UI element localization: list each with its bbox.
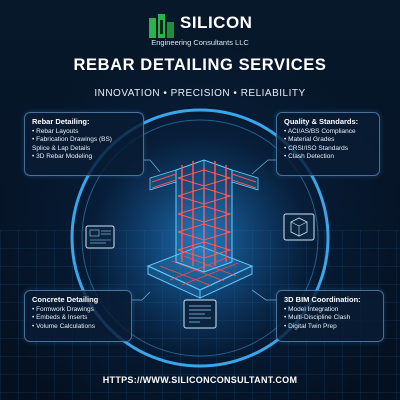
brand-name: SILICON: [180, 13, 253, 32]
list-item: Splice & Lap Details: [32, 144, 91, 152]
inner-ring: [81, 119, 319, 357]
panel-concrete-detailing: Concrete Detailing • Formwork Drawings •…: [24, 290, 132, 342]
panel-heading: Rebar Detailing:: [32, 117, 90, 126]
list-item: • Multi-Discipline Clash: [284, 314, 351, 322]
list-item: • Embeds & Inserts: [32, 314, 88, 322]
outer-ring: [70, 108, 330, 368]
tagline: INNOVATION • PRECISION • RELIABILITY: [94, 88, 306, 99]
list-item: • Formwork Drawings: [32, 306, 94, 313]
list-item: • ACI/AS/BS Compliance: [284, 128, 356, 135]
connector-lines: [132, 159, 276, 301]
drawing-sheet-icon-left: [85, 225, 115, 249]
panel-rebar-detailing: Rebar Detailing: • Rebar Layouts • Fabri…: [24, 112, 144, 176]
list-item: • 3D Rebar Modeling: [32, 153, 93, 161]
website-link[interactable]: HTTPS://WWW.SILICONCONSULTANT.COM: [102, 375, 298, 385]
logo-mark-icon: [149, 14, 174, 38]
list-item: • Volume Calculations: [32, 322, 95, 330]
list-item: • Digital Twin Prep: [284, 322, 337, 330]
panel-heading: Quality & Standards:: [284, 117, 359, 126]
page-title: REBAR DETAILING SERVICES: [73, 56, 327, 74]
panel-quality-standards: Quality & Standards: • ACI/AS/BS Complia…: [276, 112, 380, 176]
panel-heading: 3D BIM Coordination:: [284, 295, 361, 304]
rebar-column: [149, 159, 259, 273]
list-item: • CRSI/ISO Standards: [284, 144, 349, 152]
document-icon-bottom: [183, 299, 217, 329]
panel-heading: Concrete Detailing: [32, 295, 99, 304]
cube-model-icon-right: [283, 213, 315, 241]
brand-subtitle: Engineering Consultants LLC: [151, 38, 249, 47]
list-item: • Fabrication Drawings (BS): [32, 136, 112, 144]
logo: SILICON Engineering Consultants LLC: [0, 8, 400, 52]
list-item: • Clash Detection: [284, 153, 334, 161]
panel-bim-coordination: 3D BIM Coordination: • Model Integration…: [276, 290, 384, 342]
list-item: • Material Grades: [284, 136, 335, 144]
list-item: • Model Integration: [284, 306, 339, 313]
list-item: • Rebar Layouts: [32, 128, 79, 135]
